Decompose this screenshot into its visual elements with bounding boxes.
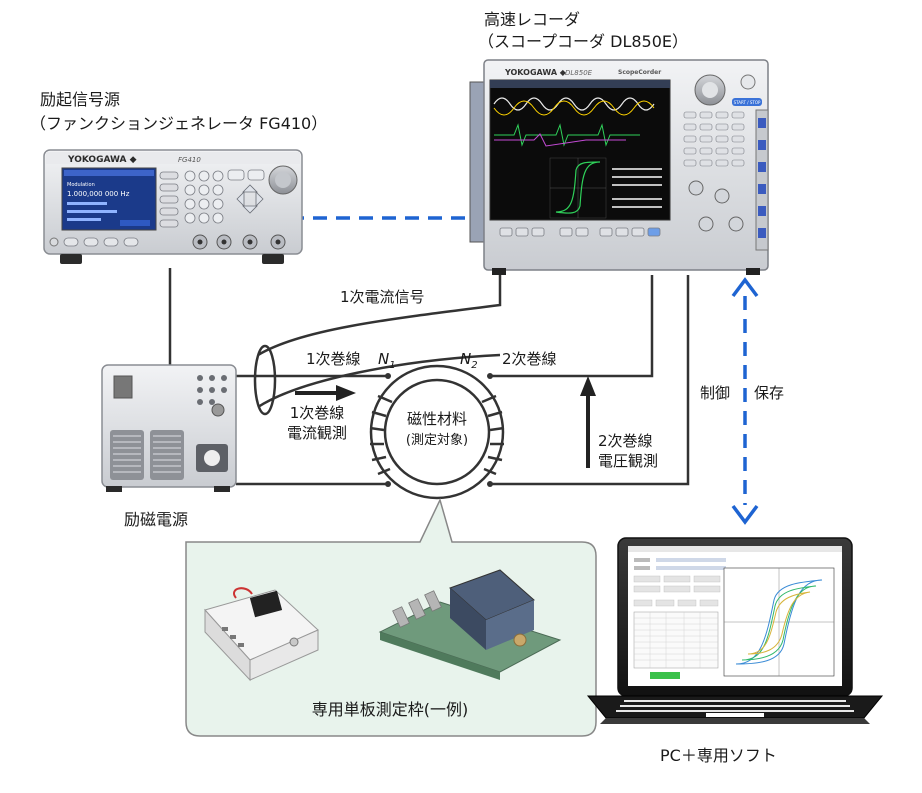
n2-subscript: 2 bbox=[471, 360, 478, 371]
recorder-device: YOKOGAWA ◆ DL850E ScopeCorder bbox=[469, 59, 769, 275]
primary-winding-label: 1次巻線 bbox=[306, 350, 361, 368]
core-label-line1: 磁性材料 bbox=[406, 410, 467, 428]
link-arrowhead-down bbox=[731, 504, 759, 525]
fixture-photo-2 bbox=[378, 569, 562, 680]
control-label: 制御 bbox=[700, 384, 731, 402]
voltage-arrow-head bbox=[580, 376, 596, 396]
link-arrowhead-up bbox=[731, 277, 759, 298]
recorder-title-line1: 高速レコーダ bbox=[484, 10, 581, 29]
secondary-wire-bottom bbox=[490, 275, 690, 486]
secondary-winding-label: 2次巻線 bbox=[502, 350, 557, 368]
n2-label: N2 bbox=[460, 350, 478, 375]
pc-label: PC＋専用ソフト bbox=[660, 746, 777, 765]
recorder-model: DL850E bbox=[565, 69, 593, 77]
primary-current-obs-line1: 1次巻線 bbox=[289, 404, 345, 422]
save-label: 保存 bbox=[754, 384, 785, 402]
recorder-brand: YOKOGAWA ◆ bbox=[504, 68, 567, 77]
laptop-pc bbox=[586, 537, 884, 724]
primary-current-obs-line2: 電流観測 bbox=[286, 424, 347, 442]
fixture-photo-1 bbox=[204, 587, 319, 682]
recorder-logo: ScopeCorder bbox=[618, 69, 661, 76]
fg-frequency: 1.000,000 000 Hz bbox=[67, 190, 130, 198]
core-label-line2: (測定対象) bbox=[405, 433, 469, 448]
secondary-voltage-obs-line1: 2次巻線 bbox=[598, 432, 653, 450]
recorder-start-stop-key: START / STOP bbox=[734, 100, 761, 105]
fg-title-line1: 励起信号源 bbox=[40, 90, 121, 109]
fg-model: FG410 bbox=[178, 156, 201, 164]
power-supply-label: 励磁電源 bbox=[124, 510, 189, 529]
secondary-wire-top bbox=[490, 275, 654, 378]
primary-current-signal-label: 1次電流信号 bbox=[340, 288, 425, 306]
secondary-voltage-obs-line2: 電圧観測 bbox=[598, 452, 659, 470]
fixture-caption: 専用単板測定枠(一例) bbox=[311, 700, 469, 719]
n1-letter: N bbox=[378, 350, 390, 368]
magnetic-core bbox=[369, 364, 505, 500]
recorder-title-line2: （スコープコーダ DL850E） bbox=[478, 32, 689, 51]
current-signal-wire bbox=[257, 275, 502, 357]
n2-letter: N bbox=[460, 350, 472, 368]
wiring bbox=[168, 268, 690, 486]
fg-title-line2: （ファンクションジェネレータ FG410） bbox=[30, 114, 328, 133]
function-generator: YOKOGAWA ◆ FG410 Modulation 1.000,000 00… bbox=[43, 149, 303, 264]
n1-label: N1 bbox=[378, 350, 396, 375]
fg-mode: Modulation bbox=[67, 182, 95, 188]
current-signal-return bbox=[257, 353, 501, 409]
n1-subscript: 1 bbox=[389, 360, 396, 371]
current-arrow-head bbox=[336, 385, 356, 401]
power-supply-device bbox=[101, 364, 237, 492]
fixture-callout bbox=[185, 497, 597, 737]
current-clamp bbox=[253, 344, 277, 416]
fg-brand: YOKOGAWA ◆ bbox=[67, 155, 137, 165]
